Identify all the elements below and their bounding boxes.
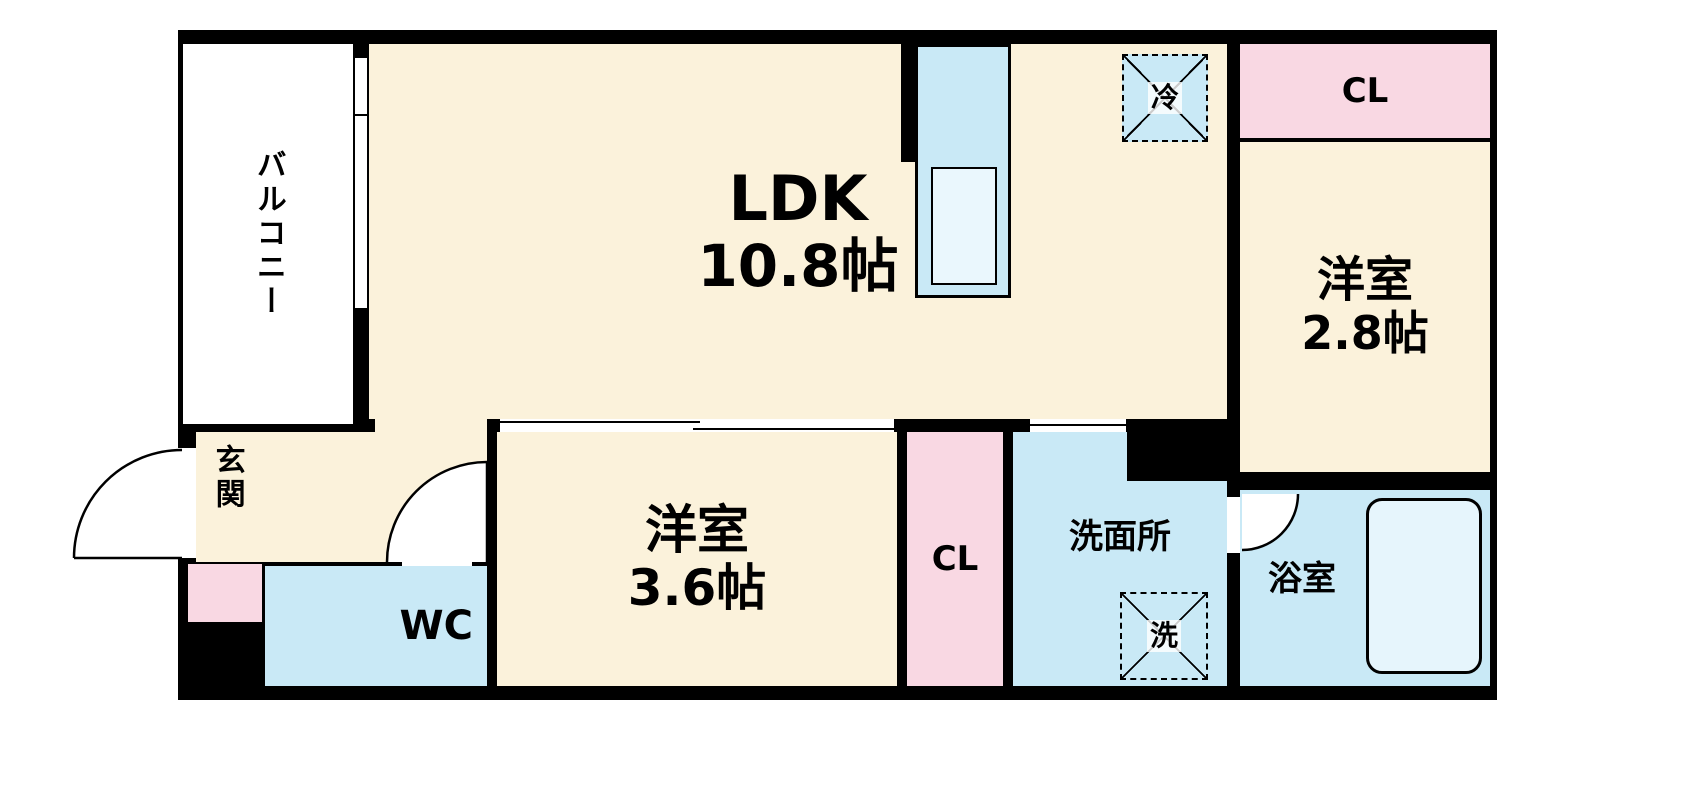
bathroom-folding-door-icon — [1241, 493, 1300, 552]
wall-stub — [901, 44, 917, 162]
room-western-2-8: 洋室 2.8帖 — [1240, 142, 1490, 472]
bathroom-door-opening — [1227, 497, 1240, 553]
washroom-door-line — [1030, 424, 1126, 426]
balcony-window-icon — [353, 58, 369, 308]
sliding-door-panel — [693, 428, 894, 430]
western-3-6-label: 洋室 — [644, 500, 749, 561]
kitchen-sink-icon — [931, 167, 997, 285]
washroom-label: 洗面所 — [1069, 517, 1171, 557]
refrigerator-space-icon: 冷 — [1122, 54, 1208, 142]
refrigerator-label: 冷 — [1147, 82, 1182, 114]
room-ldk: LDK 10.8帖 — [369, 44, 1227, 419]
washer-space-icon: 洗 — [1120, 592, 1208, 680]
western-3-6-size-label: 3.6帖 — [627, 559, 767, 618]
kitchen-counter-icon — [915, 44, 1011, 298]
room-western-3-6: 洋室 3.6帖 — [497, 432, 897, 686]
window-mullion — [355, 114, 367, 116]
closet-upper-label: CL — [1341, 70, 1389, 111]
western-2-8-label: 洋室 — [1316, 252, 1413, 309]
hall-ldk-opening — [375, 419, 487, 432]
interior-door-arc-icon — [385, 460, 489, 563]
bathroom-label: 浴室 — [1268, 559, 1336, 599]
entrance-door-arc-icon — [72, 448, 183, 560]
washer-label: 洗 — [1146, 620, 1181, 652]
room-closet-lower: CL — [907, 432, 1003, 686]
wc-door-opening — [402, 562, 472, 566]
sliding-door-icon — [500, 419, 894, 432]
washroom-door-opening — [1030, 419, 1126, 432]
wall-jog-block — [1127, 419, 1227, 481]
ldk-size-label: 10.8帖 — [697, 231, 899, 300]
room-bathroom: 浴室 — [1240, 490, 1490, 686]
closet-lower-label: CL — [931, 538, 979, 579]
wc-label: WC — [399, 603, 473, 649]
western-2-8-size-label: 2.8帖 — [1301, 306, 1429, 361]
room-closet-upper: CL — [1240, 44, 1490, 138]
room-wc: WC — [265, 566, 487, 686]
entrance-label: 玄関 — [209, 444, 245, 512]
entrance-mat — [188, 564, 262, 622]
room-balcony: バルコニー — [183, 44, 353, 424]
sliding-door-panel — [500, 421, 700, 423]
ldk-label: LDK — [728, 162, 868, 236]
bathtub-icon — [1366, 498, 1482, 674]
entrance-door-opening — [178, 448, 196, 558]
balcony-label: バルコニー — [250, 149, 286, 319]
